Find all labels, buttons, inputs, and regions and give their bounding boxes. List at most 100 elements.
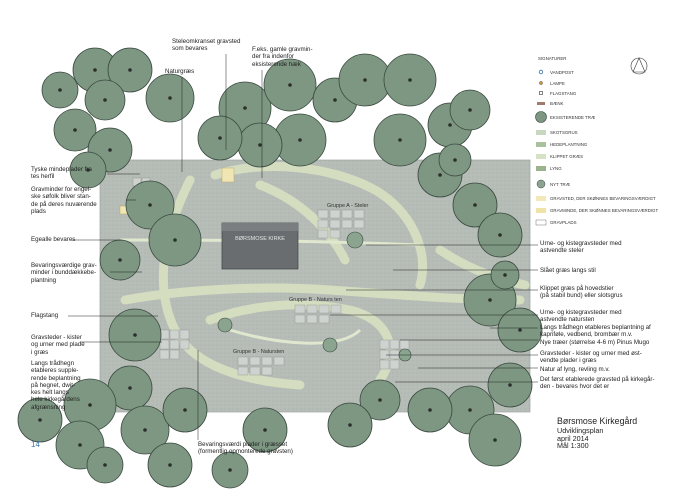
annotation-egealle: Egealle bevares — [31, 236, 76, 243]
legend-swatch-grave-plot — [535, 219, 547, 226]
annotation-nature: Natur af lyng, revling m.v. — [540, 366, 610, 373]
tree-trunk-dot — [258, 143, 262, 147]
tree-trunk-dot — [168, 96, 172, 100]
annotation-wire-fence: Langs trådhegn etableres beplantning af … — [540, 324, 651, 339]
site-name: Børsmose Kirkegård — [557, 416, 638, 426]
plan-scale: Mål 1:300 — [557, 441, 589, 451]
annotation-urn-natural: Urne- og kistegravsteder med astvendte n… — [540, 309, 622, 324]
tree-trunk-dot — [453, 158, 457, 162]
annotation-grave-memorials: Gravminder for engel- ske søfolk bliver … — [31, 186, 97, 215]
tree-trunk-dot — [86, 168, 90, 172]
tree-trunk-dot — [73, 128, 77, 132]
plan-date: april 2014 — [557, 433, 589, 443]
tree-trunk-dot — [263, 428, 267, 432]
tree-trunk-dot — [108, 148, 112, 152]
legend-label-lawn: KLIPPET GRÆS — [550, 154, 584, 159]
tree-trunk-dot — [118, 258, 122, 262]
tree-trunk-dot — [128, 386, 132, 390]
tree-trunk-dot — [363, 78, 367, 82]
legend-swatch-heath — [536, 142, 546, 147]
legend-label-heather: LYNG — [550, 166, 562, 171]
group-b-label-2: Gruppe B - Natursten — [233, 349, 284, 355]
legend-label-gravel: SKOTSGRUS — [550, 130, 578, 135]
church-label: BØRSMOSE KIRKE — [235, 236, 285, 242]
tree-trunk-dot — [103, 98, 107, 102]
tree-trunk-dot — [408, 78, 412, 82]
legend-swatch-preserved-grave — [536, 196, 546, 201]
tree-trunk-dot — [448, 123, 452, 127]
tree-trunk-dot — [128, 68, 132, 72]
tree-trunk-dot — [333, 98, 337, 102]
tree-trunk-dot — [348, 423, 352, 427]
tree-trunk-dot — [518, 328, 522, 332]
legend-heading: SIGNATURER — [538, 56, 567, 61]
new-tree — [322, 337, 338, 353]
flagpole-icon — [539, 91, 543, 95]
annotation-paths: Klippet græs på hovedstier (på stabil bu… — [540, 285, 623, 300]
tree-trunk-dot — [298, 138, 302, 142]
annotation-graves-plates: Gravsteder - kister og urner med øst- ve… — [540, 350, 642, 365]
tree-trunk-dot — [508, 383, 512, 387]
bench-icon — [537, 102, 545, 105]
tree-trunk-dot — [38, 418, 42, 422]
annotation-memorials-planting: Bevaringsværdige grav- minder i bunddækk… — [31, 262, 97, 284]
tree-trunk-dot — [93, 68, 97, 72]
legend-label-heath: HEDEPLANTNING — [550, 142, 588, 147]
page-number: 14 — [31, 440, 40, 449]
annotation-naturgraes: Naturgræs — [165, 68, 195, 75]
annotation-german-plaques: Tyske mindeplader fra tes herfil — [31, 166, 92, 181]
group-a-label: Gruppe A - Steler — [327, 203, 369, 209]
legend-label-preserved-grave: GRAVSTED, DER SKØNNES BEVARINGSVÆRDIGT — [550, 196, 656, 201]
new-tree — [217, 317, 233, 333]
legend-swatch-preserved-memorial — [536, 208, 546, 213]
tree-canopy — [17, 47, 543, 489]
legend-symbols — [535, 69, 547, 226]
legend-label-lamp: LAMPE — [550, 81, 565, 86]
legend-swatch-lawn — [536, 154, 546, 159]
legend-label-water: VANDPOST — [550, 70, 574, 75]
tree-trunk-dot — [243, 106, 247, 110]
tree-trunk-dot — [493, 438, 497, 442]
tree-trunk-dot — [288, 83, 292, 87]
tree-trunk-dot — [183, 408, 187, 412]
tree-trunk-dot — [58, 88, 62, 92]
tree-trunk-dot — [103, 463, 107, 467]
tree-trunk-dot — [148, 203, 152, 207]
legend-label-bench: BÆNK — [550, 101, 564, 106]
north-arrow — [630, 57, 648, 75]
annotation-new-trees: Nye træer (størrelse 4-6 m) Pinus Mugo — [540, 339, 650, 346]
tree-trunk-dot — [398, 138, 402, 142]
annotation-hedge-supplement: Langs trådhegn etableres supple- rende b… — [31, 360, 81, 411]
tree-trunk-dot — [503, 273, 507, 277]
tree-trunk-dot — [468, 108, 472, 112]
legend-label-grave-plot: GRAVPLADS — [550, 220, 577, 225]
preserved-graves — [119, 167, 235, 215]
new-tree-icon — [536, 179, 546, 189]
new-tree — [346, 231, 364, 249]
legend-label-new-tree: NYT TRÆ — [550, 182, 571, 187]
legend-swatch-heather — [536, 166, 546, 171]
tree-trunk-dot — [173, 238, 177, 242]
annotation-flagstang: Flagstang — [31, 312, 59, 319]
tree-trunk-dot — [488, 298, 492, 302]
annotation-graves-boxes: Gravsteder - kister og urner med plade i… — [31, 334, 85, 356]
annotation-old-graves: F.eks. gamle gravmin- der fra indenfor e… — [252, 46, 313, 68]
plan-type: Udviklingsplan — [557, 425, 604, 435]
tree-trunk-dot — [498, 233, 502, 237]
tree-trunk-dot — [143, 428, 147, 432]
existing-tree-icon — [535, 111, 547, 123]
tree-trunk-dot — [428, 408, 432, 412]
tree-trunk-dot — [378, 398, 382, 402]
legend-label-flag: FLAGSTANG — [550, 91, 577, 96]
tree-trunk-dot — [78, 443, 82, 447]
annotation-first-graves: Det først etablerede gravsted på kirkegå… — [540, 376, 655, 391]
water-post-icon — [538, 69, 544, 75]
tree-trunk-dot — [133, 333, 137, 337]
leader-lines — [68, 54, 538, 440]
lamp-icon — [539, 81, 543, 85]
legend-label-existing-tree: EKSISTERENDE TRÆ — [550, 115, 596, 120]
tree-trunk-dot — [438, 173, 442, 177]
annotation-lawn: Slået græs langs stil — [540, 267, 596, 274]
annotation-urn-stairs: Urne- og kistegravsteder med astvendte s… — [540, 240, 622, 255]
